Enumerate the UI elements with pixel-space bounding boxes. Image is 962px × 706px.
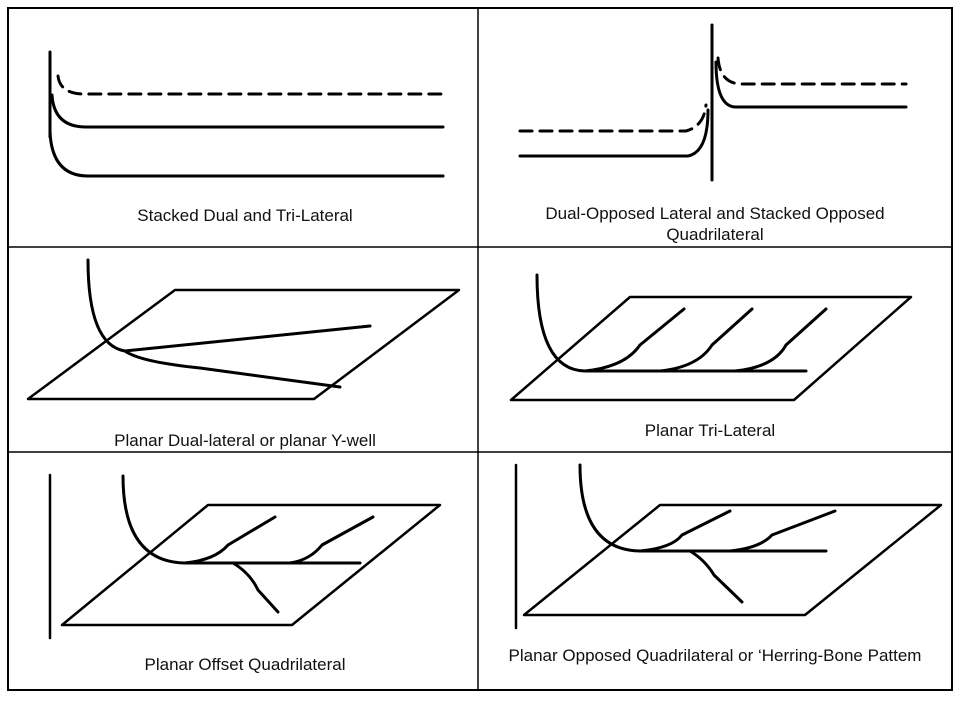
caption-stacked: Stacked Dual and Tri-Lateral: [137, 206, 353, 225]
planar-dual-lateral-upper: [123, 324, 372, 353]
caption-planar-opposed: Planar Opposed Quadrilateral or ‘Herring…: [508, 646, 922, 665]
planar-tri-lateral-2: [658, 307, 754, 373]
stacked-lateral-upper: [50, 93, 445, 129]
planar-tri-panel-diagram: [509, 273, 913, 402]
planar-opposed-plane: [522, 503, 943, 617]
planar-opposed-lateral-3: [688, 549, 744, 604]
planar-opposed-lateral-1: [638, 509, 732, 553]
dual-opposed-left-solid: [518, 108, 710, 158]
dual-opposed-right-solid: [714, 60, 908, 109]
caption-planar-tri: Planar Tri-Lateral: [644, 421, 776, 440]
dual-opposed-left-dashed: [518, 103, 708, 133]
stacked-lateral-dashed: [56, 74, 445, 96]
planar-opposed-lateral-2: [728, 509, 837, 553]
planar-dual-panel-diagram: [26, 258, 461, 401]
planar-offset-lateral-2: [288, 515, 375, 565]
caption-planar-dual: Planar Dual-lateral or planar Y-well: [114, 431, 376, 450]
caption-dual-opposed: Dual-Opposed Lateral and Stacked Opposed…: [545, 204, 885, 244]
planar-tri-plane: [509, 295, 913, 402]
caption-planar-offset: Planar Offset Quadrilateral: [144, 655, 346, 674]
planar-offset-wellbore: [121, 474, 362, 565]
planar-tri-wellbore: [535, 273, 808, 373]
stacked-panel-diagram: [48, 50, 445, 178]
stacked-lateral-lower: [48, 130, 445, 178]
planar-dual-lateral-lower: [123, 349, 342, 389]
planar-offset-lateral-1: [183, 515, 277, 565]
planar-tri-lateral-3: [733, 307, 828, 373]
planar-dual-wellbore: [86, 258, 127, 353]
planar-opposed-wellbore: [578, 463, 828, 553]
dual-opposed-panel-diagram: [518, 23, 908, 182]
planar-offset-panel-diagram: [48, 473, 442, 640]
planar-offset-lateral-3: [231, 561, 280, 614]
dual-opposed-right-dashed: [716, 56, 908, 86]
figure-border: [7, 7, 953, 691]
planar-dual-plane: [26, 288, 461, 401]
planar-offset-plane: [60, 503, 442, 627]
planar-opposed-panel-diagram: [514, 463, 943, 630]
planar-tri-lateral-1: [583, 307, 686, 373]
